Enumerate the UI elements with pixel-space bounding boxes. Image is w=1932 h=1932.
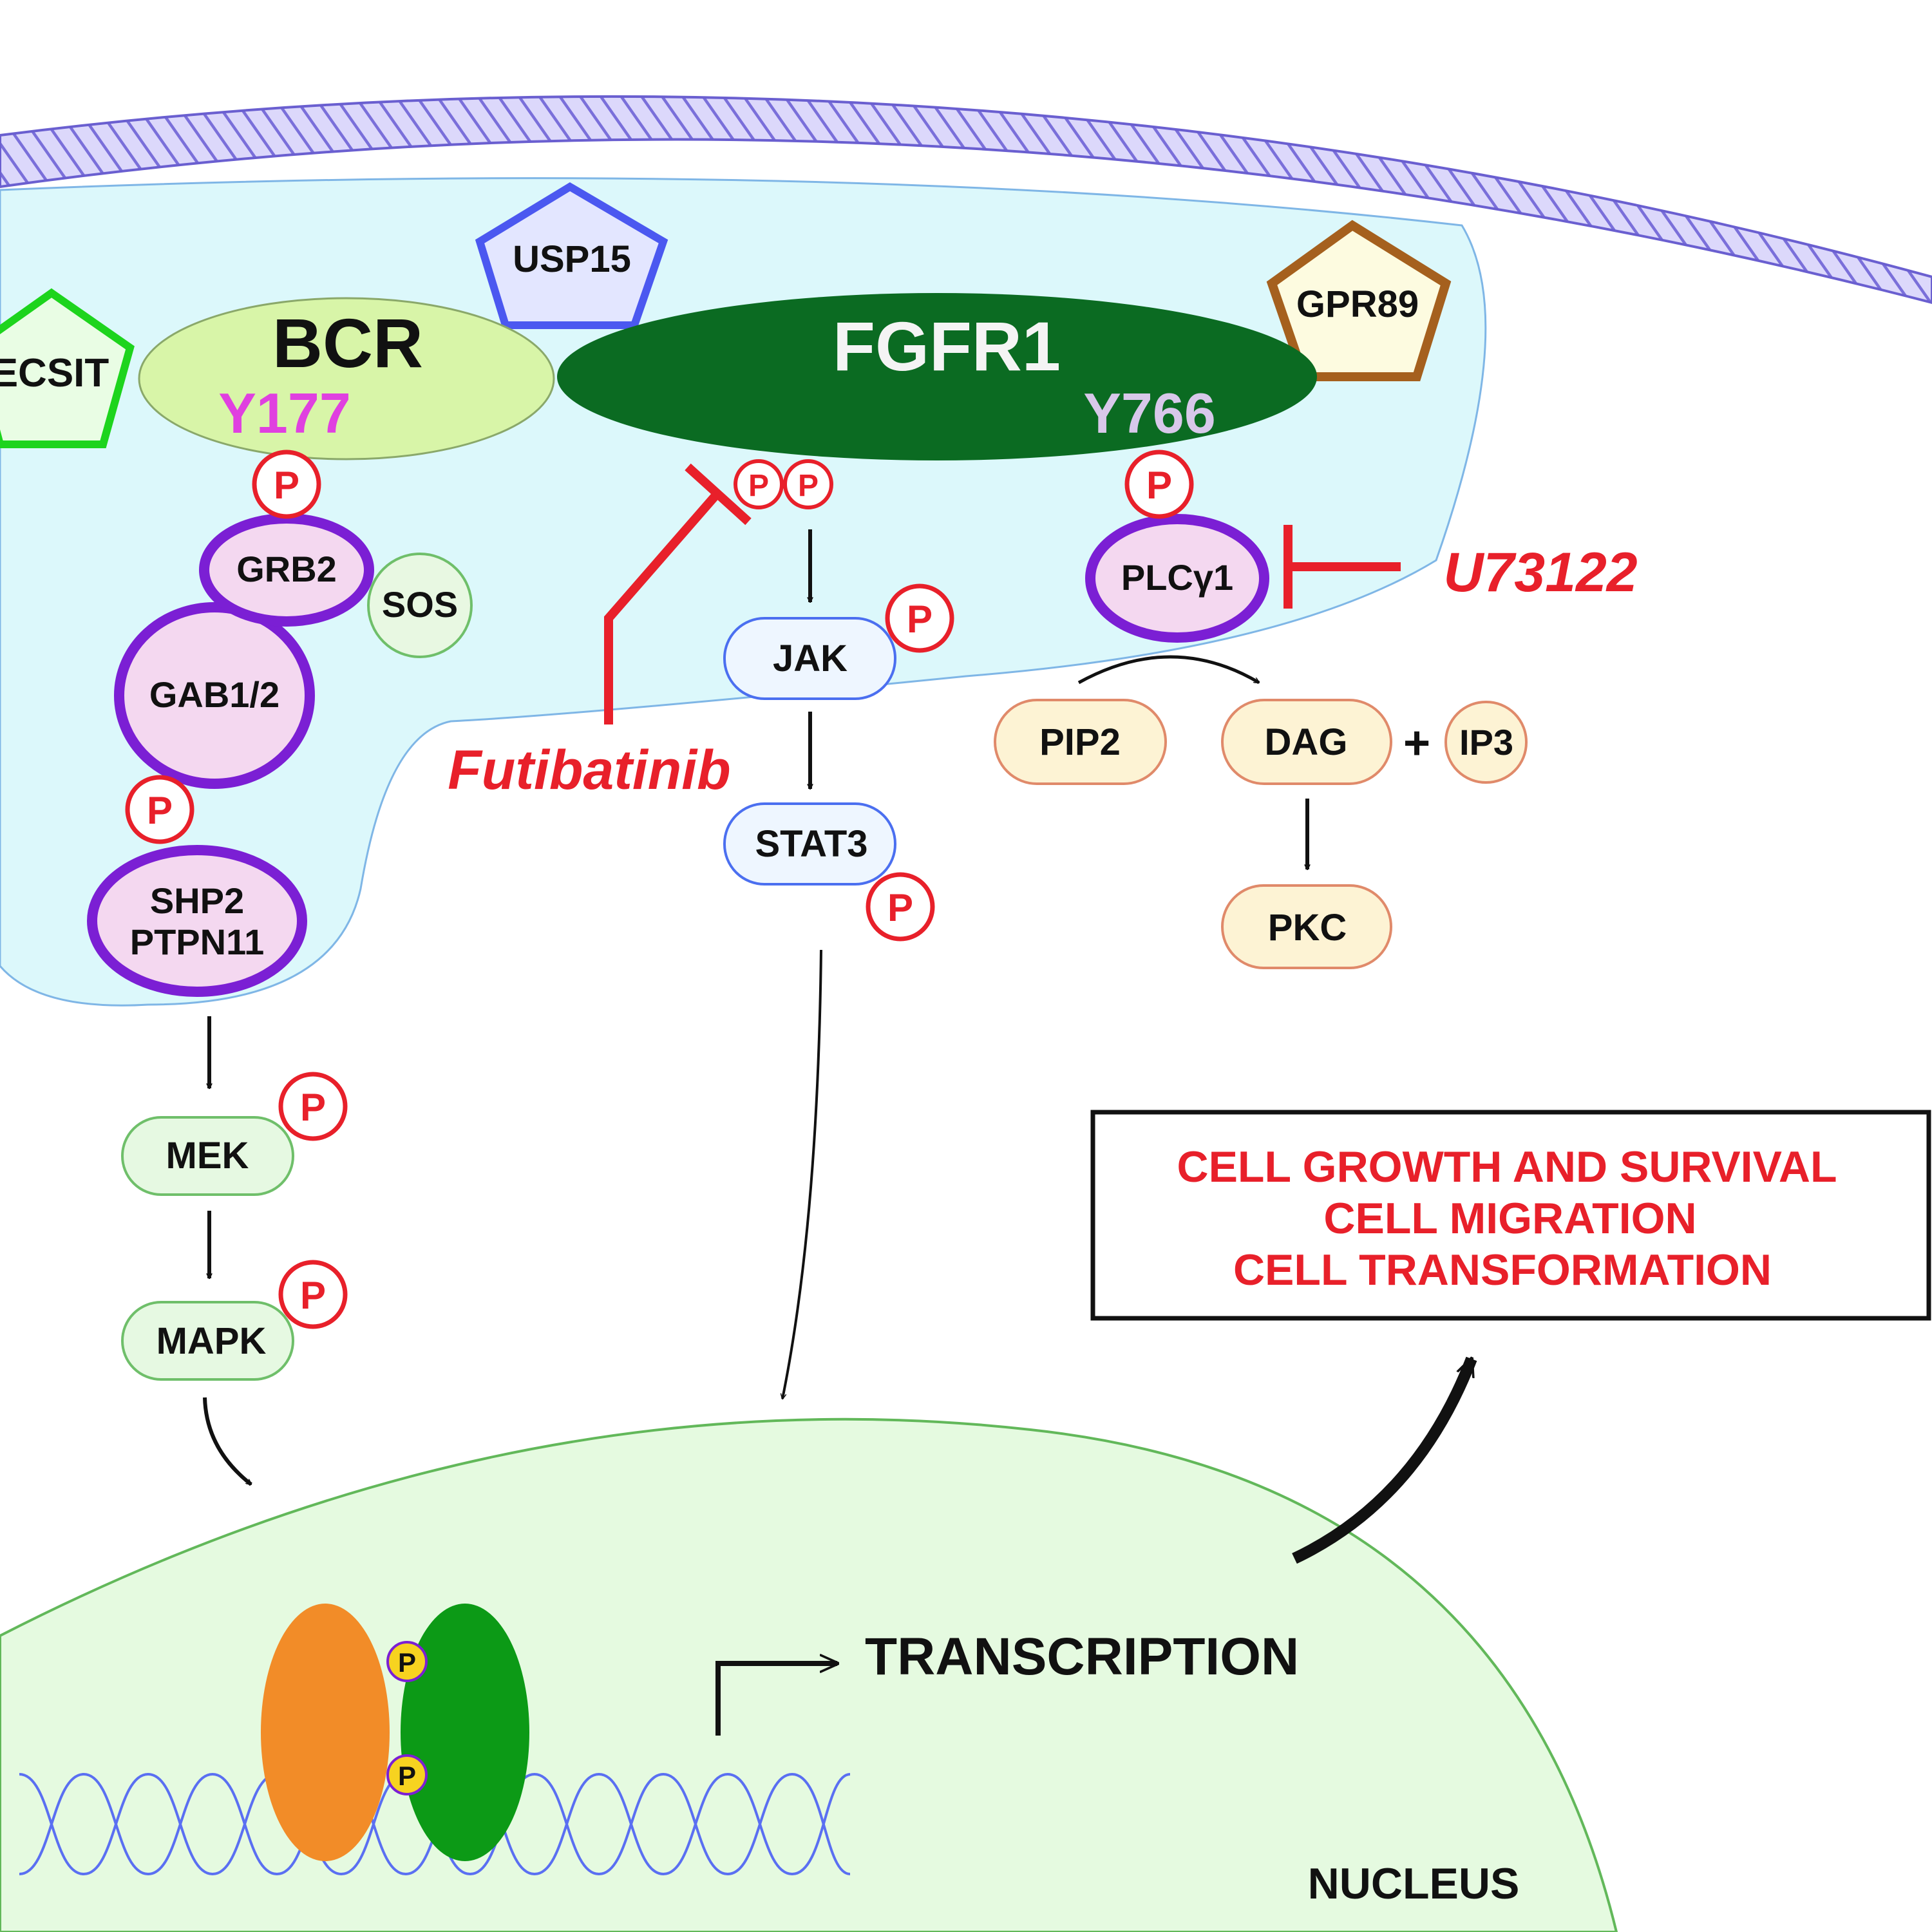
transcription-factor-dimer: P P: [261, 1604, 529, 1861]
jak-label: JAK: [773, 638, 848, 679]
gab-label: GAB1/2: [149, 674, 279, 715]
phospho-label: P: [748, 469, 769, 503]
phospho-badge: P: [125, 775, 194, 844]
plcg1-node: PLCγ1: [1085, 514, 1269, 643]
phospho-badge: P: [783, 459, 833, 509]
bcr-label: BCR: [272, 304, 423, 382]
gab-node: GAB1/2: [114, 602, 315, 789]
phospho-badge: P: [885, 583, 954, 653]
pathway-arrows: [203, 529, 1477, 1736]
pip2-node: PIP2: [994, 699, 1167, 785]
grb2-node: GRB2: [199, 513, 374, 627]
usp15-label: USP15: [513, 238, 631, 280]
stat3-label: STAT3: [755, 823, 867, 865]
mek-node: MEK: [121, 1116, 294, 1196]
arrow-outcome: [1292, 1359, 1477, 1564]
phospho-label: P: [887, 886, 913, 929]
phospho-label: P: [907, 598, 933, 641]
phospho-label: P: [274, 464, 299, 507]
mapk-label: MAPK: [156, 1320, 267, 1362]
sos-node: SOS: [367, 553, 473, 658]
arrow-pip2-to-dag: [1077, 655, 1259, 685]
bcr-receptor: BCR Y177: [138, 297, 555, 460]
futibatinib-inhibition: [604, 463, 752, 724]
arrow-transcription: [715, 1663, 837, 1736]
phospho-badge: P: [386, 1754, 428, 1795]
fgfr1-label: FGFR1: [833, 307, 1061, 385]
ip3-node: IP3: [1444, 701, 1528, 784]
phospho-badges: P P P P P P P P: [125, 450, 1194, 1329]
pkc-label: PKC: [1268, 907, 1347, 949]
phospho-badge: P: [734, 459, 784, 509]
cellular-outcomes-box: CELL GROWTH AND SURVIVAL CELL MIGRATION …: [1090, 1110, 1931, 1321]
jak-node: JAK: [723, 617, 896, 700]
phospho-badge: P: [866, 872, 935, 942]
shp2-label: SHP2: [150, 880, 244, 921]
grb2-label: GRB2: [236, 549, 337, 589]
outcome-transformation: CELL TRANSFORMATION: [1233, 1245, 1772, 1294]
fgfr1-receptor: FGFR1 Y766: [557, 293, 1317, 460]
phospho-badge: P: [1124, 450, 1194, 519]
ecsit-pentagon: ECSIT: [0, 288, 135, 448]
phospho-label: P: [398, 1761, 416, 1791]
pkc-node: PKC: [1221, 884, 1392, 969]
arrow-mapk-to-nucleus: [203, 1397, 251, 1486]
plus-sign: +: [1403, 717, 1430, 769]
ptpn11-label: PTPN11: [130, 922, 265, 962]
ip3-label: IP3: [1459, 722, 1513, 762]
pip2-label: PIP2: [1039, 721, 1121, 763]
phospho-label: P: [300, 1086, 326, 1129]
phospho-badge: P: [386, 1641, 428, 1682]
phospho-label: P: [147, 789, 173, 832]
arrow-stat3-to-nucleus: [782, 949, 822, 1399]
phospho-label: P: [398, 1647, 416, 1678]
futibatinib-label: Futibatinib: [448, 739, 730, 801]
shp2-node: SHP2 PTPN11: [87, 845, 307, 997]
stat3-node: STAT3: [723, 802, 896, 886]
plcg1-label: PLCγ1: [1121, 557, 1233, 598]
gpr89-label: GPR89: [1296, 283, 1419, 325]
phospho-badge: P: [252, 450, 321, 519]
nucleus-label: NUCLEUS: [1308, 1859, 1520, 1908]
phospho-badge: P: [278, 1260, 348, 1329]
plasma-membrane: [0, 95, 1932, 305]
phospho-badge: P: [278, 1072, 348, 1141]
dag-label: DAG: [1265, 721, 1348, 763]
mek-label: MEK: [166, 1135, 249, 1177]
u73122-label: U73122: [1443, 542, 1637, 603]
transcription-label: TRANSCRIPTION: [865, 1627, 1299, 1686]
ecsit-label: ECSIT: [0, 351, 109, 395]
bcr-site-label: Y177: [218, 381, 351, 445]
usp15-pentagon: USP15: [475, 182, 668, 329]
outcome-migration: CELL MIGRATION: [1323, 1194, 1696, 1243]
outcome-growth: CELL GROWTH AND SURVIVAL: [1177, 1142, 1837, 1191]
phospho-label: P: [1146, 464, 1172, 507]
fgfr1-site-label: Y766: [1083, 381, 1216, 445]
nucleus-region: [0, 1417, 1618, 1932]
sos-label: SOS: [382, 584, 458, 625]
mapk-node: MAPK: [121, 1301, 294, 1381]
dag-node: DAG: [1221, 699, 1392, 785]
phospho-label: P: [300, 1274, 326, 1317]
gpr89-pentagon: GPR89: [1266, 220, 1452, 381]
phospho-label: P: [798, 469, 819, 503]
u73122-inhibition: [1283, 525, 1401, 609]
